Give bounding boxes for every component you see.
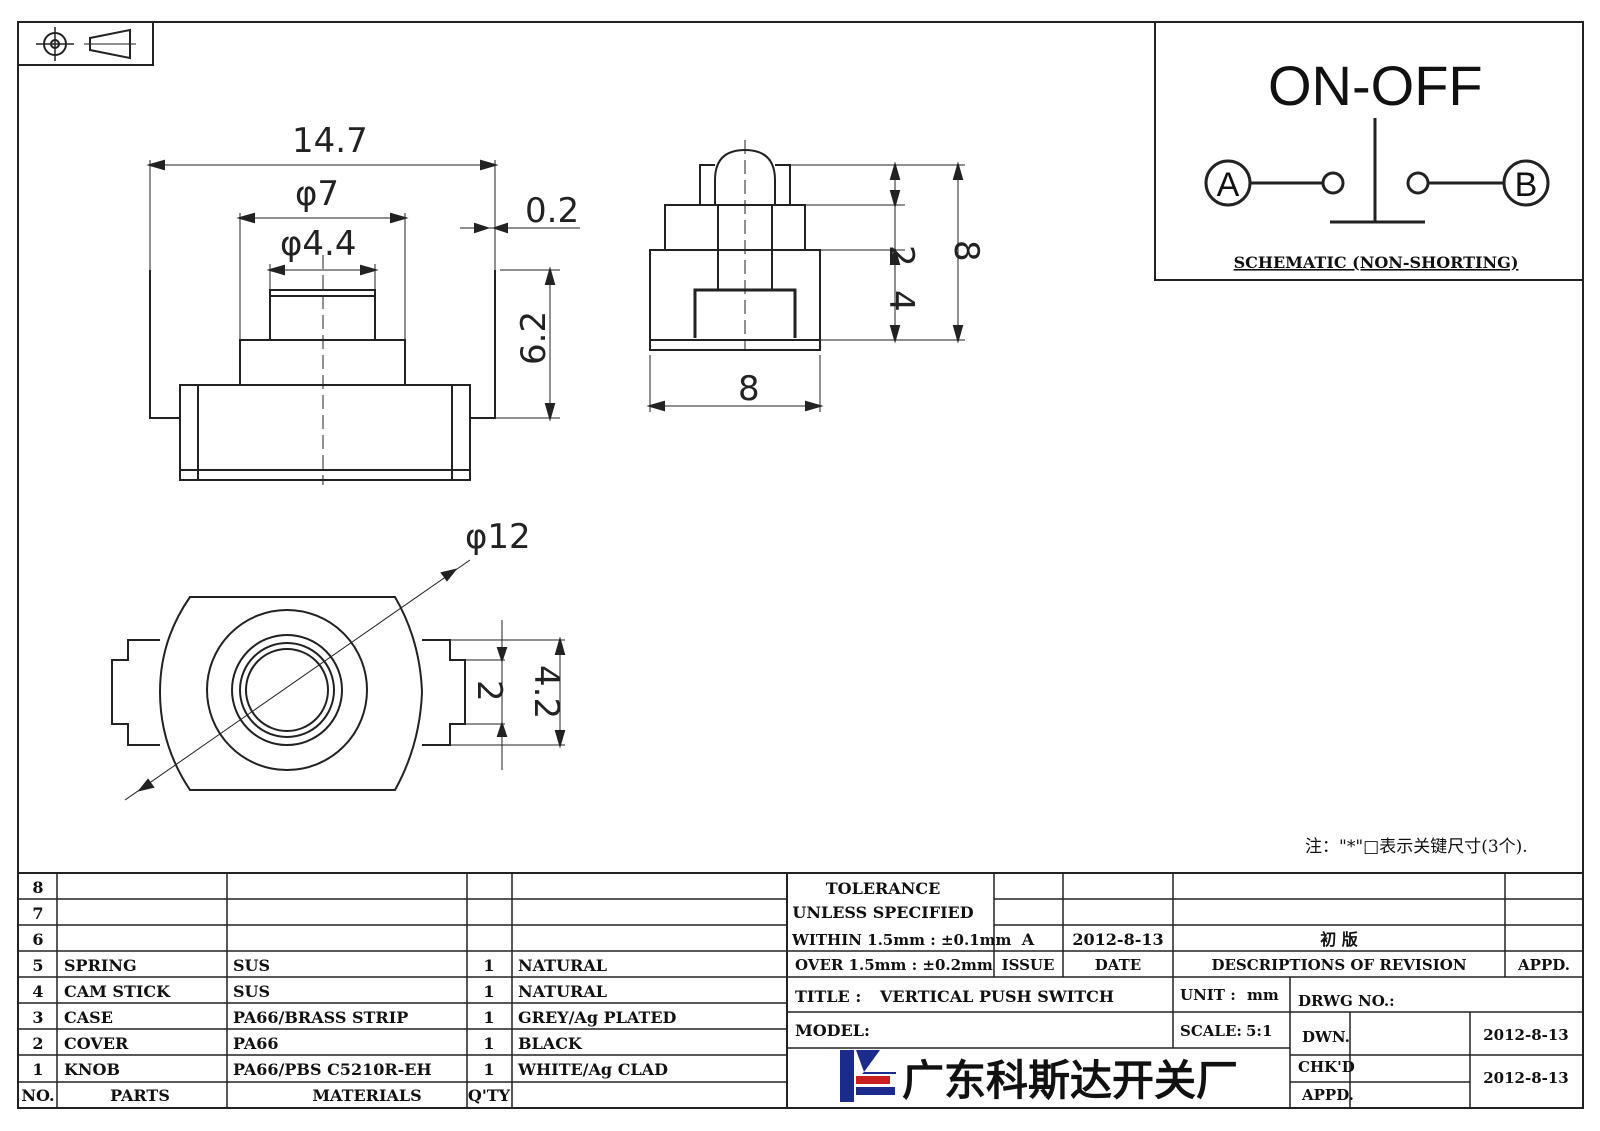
key-dimension-note: 注："*"□表示关键尺寸(3个). (1305, 837, 1528, 857)
scale-label: SCALE: (1180, 1022, 1242, 1040)
title-block-grid (18, 872, 1583, 1108)
parts-cell-qty: 1 (483, 956, 494, 975)
node-b-label: B (1515, 166, 1538, 204)
tolerance-line-4: OVER 1.5mm : ±0.2mm (795, 956, 993, 974)
dim-phi4-4: φ4.4 (280, 224, 357, 264)
header-parts: PARTS (110, 1086, 170, 1105)
parts-cell-qty: 1 (483, 1060, 494, 1079)
parts-cell-material: SUS (233, 982, 270, 1001)
drawn-label: DWN. (1302, 1028, 1350, 1046)
bottom-view (111, 559, 566, 801)
parts-cell-part: SPRING (64, 956, 137, 975)
company-name: 广东科斯达开关厂 (902, 1056, 1238, 1105)
dim-height-6-2: 6.2 (514, 311, 554, 365)
revision-description: 初 版 (1320, 930, 1358, 949)
parts-cell-qty: 1 (483, 982, 494, 1001)
front-view (146, 159, 580, 485)
checked-label: CHK'D (1298, 1058, 1355, 1076)
dim-phi12: φ12 (465, 517, 531, 557)
checked-date: 2012-8-13 (1483, 1069, 1569, 1087)
parts-cell-remark: NATURAL (518, 956, 607, 975)
parts-cell-material: PA66/PBS C5210R-EH (233, 1060, 432, 1079)
dim-bottom-2: 2 (469, 680, 509, 702)
dim-side-8-height: 8 (946, 240, 986, 262)
parts-cell-qty: 1 (483, 1034, 494, 1053)
parts-cell-material: SUS (233, 956, 270, 975)
tolerance-line-1: TOLERANCE (826, 879, 941, 898)
dim-side-8-width: 8 (738, 369, 760, 409)
revision-date: 2012-8-13 (1072, 930, 1163, 949)
dim-side-2: 2 (881, 245, 921, 267)
revision-header-appd: APPD. (1517, 956, 1570, 974)
parts-cell-remark: WHITE/Ag CLAD (517, 1060, 668, 1079)
header-no: NO. (21, 1086, 54, 1105)
scale-value: 5:1 (1246, 1022, 1272, 1040)
revision-issue: A (1021, 930, 1035, 949)
title-label: TITLE : (795, 987, 861, 1006)
dim-bottom-4-2: 4.2 (526, 665, 566, 719)
parts-cell-no: 3 (32, 1008, 43, 1027)
parts-cell-part: CAM STICK (64, 982, 171, 1001)
dim-gap: 0.2 (525, 191, 579, 231)
dim-phi7: φ7 (295, 174, 339, 214)
parts-cell-qty: 1 (483, 1008, 494, 1027)
node-a-label: A (1217, 166, 1240, 204)
side-view (646, 140, 965, 412)
sheet-border (17, 21, 1584, 1109)
model-label: MODEL: (795, 1021, 870, 1040)
projection-symbol (17, 21, 154, 66)
schematic-box (1154, 21, 1584, 281)
parts-cell-material: PA66/BRASS STRIP (233, 1008, 408, 1027)
parts-cell-no: 6 (32, 930, 43, 949)
unit-value: mm (1247, 986, 1279, 1004)
parts-cell-no: 5 (32, 956, 43, 975)
parts-cell-no: 8 (32, 878, 43, 897)
drawing-number-label: DRWG NO.: (1298, 992, 1395, 1010)
approved-label: APPD. (1301, 1086, 1354, 1104)
parts-cell-no: 7 (32, 904, 43, 923)
drawn-date: 2012-8-13 (1483, 1026, 1569, 1044)
unit-label: UNIT : (1180, 986, 1236, 1004)
parts-cell-material: PA66 (233, 1034, 279, 1053)
parts-cell-part: KNOB (64, 1060, 120, 1079)
dim-width-total: 14.7 (292, 121, 368, 161)
revision-header-descriptions: DESCRIPTIONS OF REVISION (1211, 956, 1466, 974)
schematic-title: ON-OFF (1268, 54, 1483, 117)
tolerance-line-3: WITHIN 1.5mm : ±0.1mm (791, 931, 1012, 949)
schematic-caption: SCHEMATIC (NON-SHORTING) (1234, 253, 1519, 272)
header-qty: Q'TY (468, 1086, 511, 1105)
revision-header-issue: ISSUE (1002, 956, 1055, 974)
dim-side-4: 4 (881, 290, 921, 312)
parts-cell-remark: GREY/Ag PLATED (518, 1008, 677, 1027)
parts-cell-remark: BLACK (518, 1034, 583, 1053)
revision-header-date: DATE (1095, 956, 1141, 974)
parts-cell-no: 2 (32, 1034, 43, 1053)
drawing-title: VERTICAL PUSH SWITCH (879, 987, 1114, 1006)
header-materials: MATERIALS (312, 1086, 421, 1105)
parts-cell-no: 1 (32, 1060, 43, 1079)
parts-cell-remark: NATURAL (518, 982, 607, 1001)
company-logo-icon (840, 1050, 896, 1102)
parts-cell-part: CASE (64, 1008, 113, 1027)
parts-cell-no: 4 (32, 982, 43, 1001)
tolerance-line-2: UNLESS SPECIFIED (792, 903, 973, 922)
parts-cell-part: COVER (64, 1034, 129, 1053)
